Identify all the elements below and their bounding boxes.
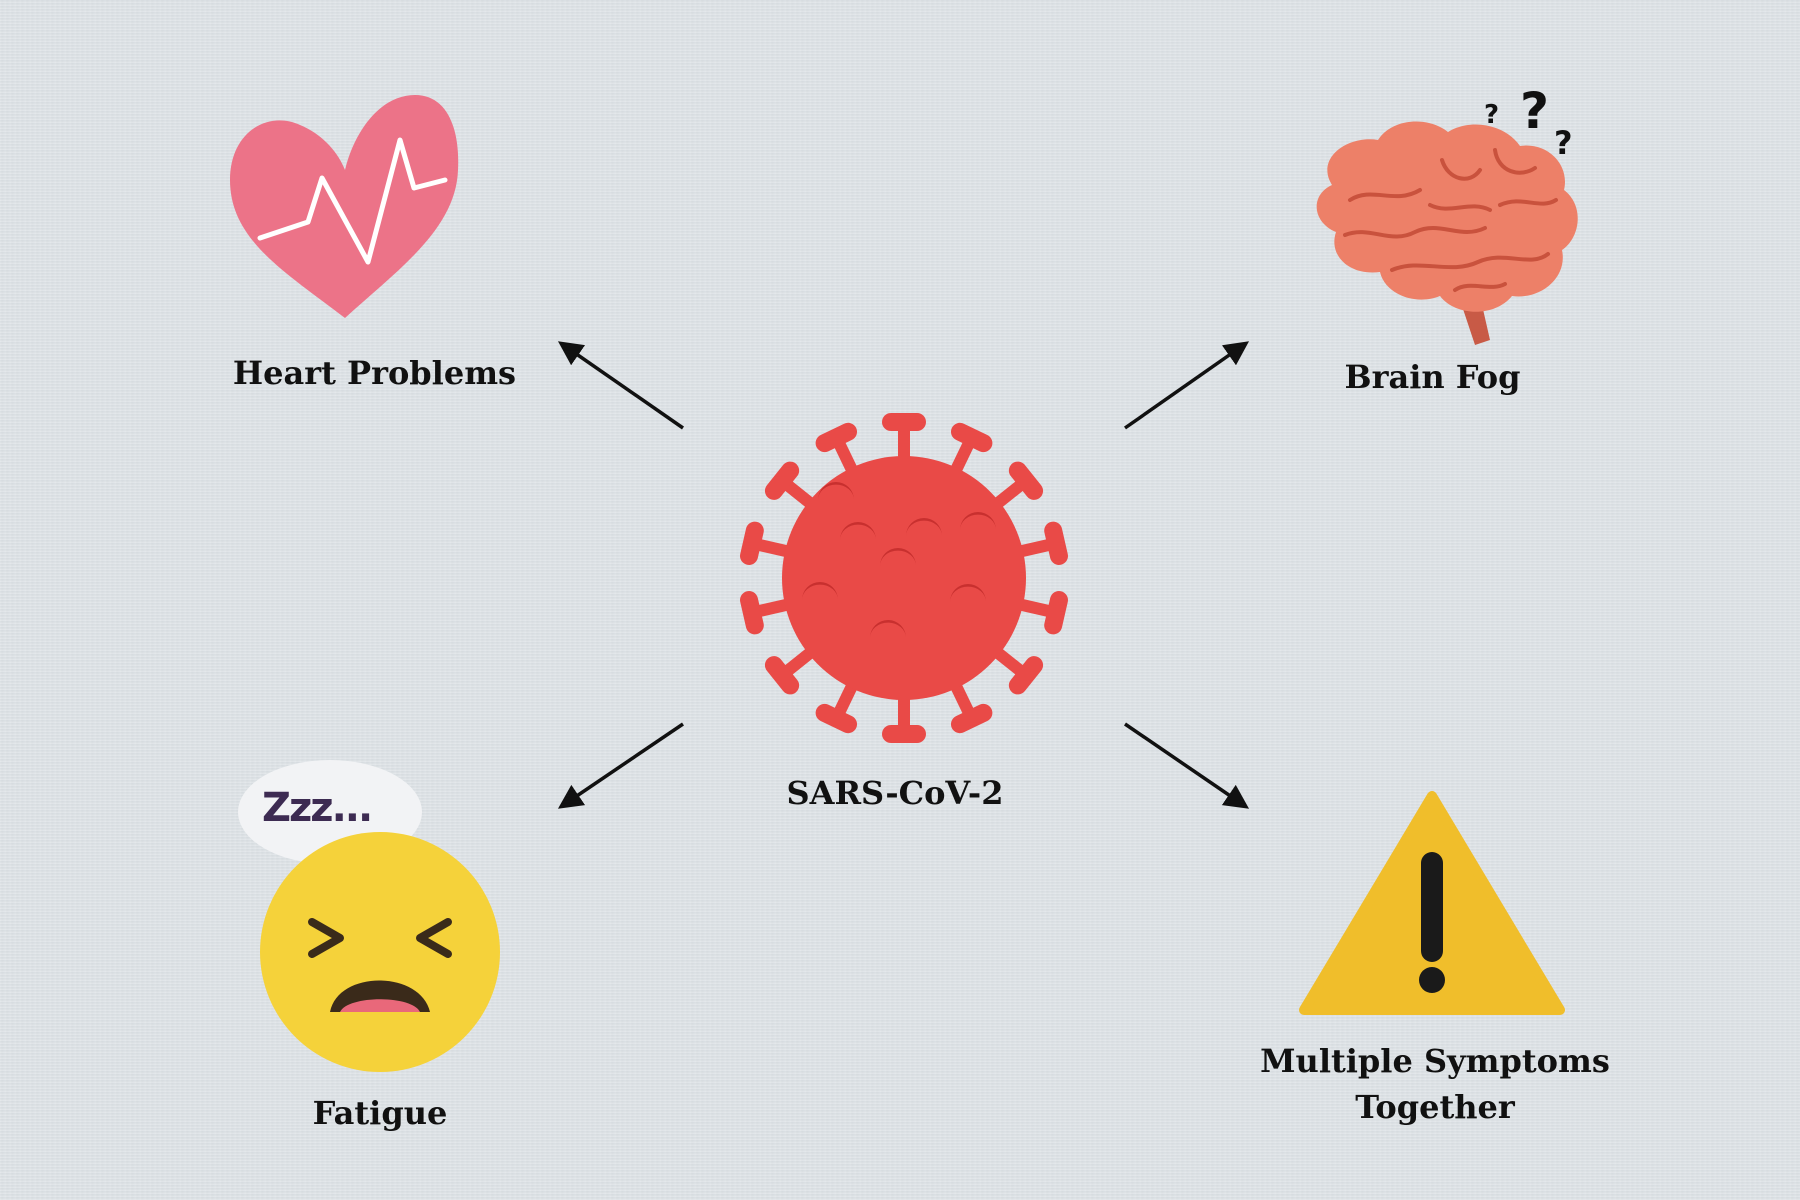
question-marks: ? ? ? [1478, 82, 1588, 168]
virus-spike-cap [950, 703, 993, 734]
virus-spike-cap [740, 521, 764, 565]
arrow-to-fatigue [557, 722, 684, 809]
arrow-to-brain [1123, 341, 1250, 430]
virus-spike-cap [740, 591, 764, 635]
zzz-text: Zzz... [262, 785, 373, 831]
virus-spike-cap [882, 725, 926, 743]
virus-spike-cap [1008, 461, 1044, 500]
virus-spike-cap [815, 703, 858, 734]
virus-spike-cap [764, 461, 800, 500]
question-mark-medium: ? [1554, 124, 1573, 162]
virus-icon [740, 413, 1068, 743]
fatigue-label: Fatigue [312, 1094, 448, 1132]
multiple-symptoms-label: Multiple Symptoms Together [1260, 1042, 1610, 1126]
virus-spike-cap [1044, 521, 1068, 565]
warning-icon [1299, 791, 1565, 1015]
virus-spike-cap [950, 422, 993, 453]
heart-icon [230, 95, 459, 318]
sars-cov-2-label: SARS-CoV-2 [786, 774, 1004, 812]
question-mark-large: ? [1520, 82, 1550, 140]
virus-spike-cap [882, 413, 926, 431]
arrow-to-heart [557, 341, 684, 430]
tired-face-icon [260, 832, 500, 1072]
virus-spike-cap [815, 422, 858, 453]
virus-spike-cap [1008, 656, 1044, 695]
virus-spike-cap [764, 656, 800, 695]
brain-fog-label: Brain Fog [1344, 358, 1521, 396]
heart-problems-label: Heart Problems [232, 354, 517, 392]
brain-icon [1316, 121, 1578, 345]
virus-spike-cap [1044, 591, 1068, 635]
question-mark-small: ? [1484, 100, 1500, 130]
arrow-to-multi [1124, 722, 1250, 809]
